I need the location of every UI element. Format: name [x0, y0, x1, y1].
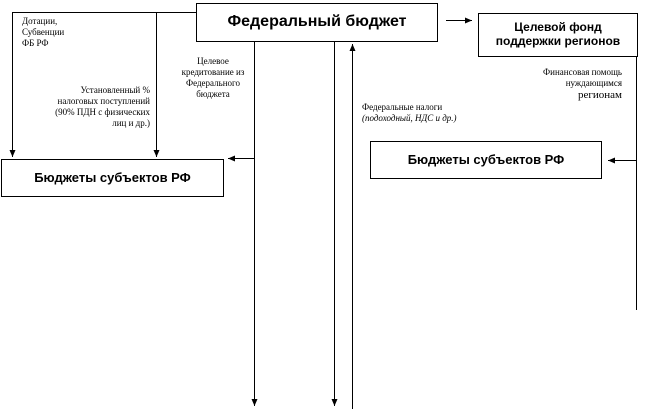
target-fund-line2: поддержки регионов [495, 34, 621, 48]
tax-share-label: Установленный % налоговых поступлений (9… [55, 85, 150, 129]
target-credit-line-2: кредитование из [181, 67, 245, 77]
subjects-left-box: Бюджеты субъектов РФ [1, 159, 224, 197]
financial-aid-line-3: регионам [577, 89, 622, 101]
target-fund-box: Целевой фонд поддержки регионов [478, 13, 638, 57]
federal-taxes-label: Федеральные налоги (подоходный, НДС и др… [362, 102, 457, 124]
tax-share-line-3: (90% ПДН с физических [55, 107, 150, 117]
financial-aid-line-2: нуждающимся [565, 78, 622, 88]
tax-share-line-2: налоговых поступлений [57, 96, 151, 106]
subsidies-line-1: Дотации, [22, 16, 58, 26]
federal-taxes-detail: (подоходный, НДС и др.) [362, 113, 457, 123]
financial-aid-line-1: Финансовая помощь [543, 67, 622, 77]
federal-budget-box: Федеральный бюджет [196, 3, 438, 42]
target-fund-line1: Целевой фонд [514, 20, 602, 35]
federal-budget-title: Федеральный бюджет [227, 13, 407, 31]
target-credit-label: Целевое кредитование из Федерального бюд… [172, 56, 254, 100]
target-credit-line-4: бюджета [196, 89, 230, 99]
federal-taxes-title: Федеральные налоги [362, 102, 443, 112]
subjects-left-title: Бюджеты субъектов РФ [34, 169, 191, 185]
subsidies-line-2: Субвенции [22, 27, 65, 37]
target-credit-line-3: Федерального [185, 78, 240, 88]
tax-share-line-4: лиц и др.) [112, 118, 150, 128]
tax-share-line-1: Установленный % [80, 85, 151, 95]
subsidies-label: Дотации, Субвенции ФБ РФ [22, 16, 64, 49]
subjects-right-title: Бюджеты субъектов РФ [407, 151, 565, 167]
subjects-right-box: Бюджеты субъектов РФ [370, 141, 602, 179]
target-credit-line-1: Целевое [197, 56, 229, 66]
subsidies-line-3: ФБ РФ [22, 38, 49, 48]
financial-aid-label: Финансовая помощь нуждающимся регионам [543, 67, 622, 102]
